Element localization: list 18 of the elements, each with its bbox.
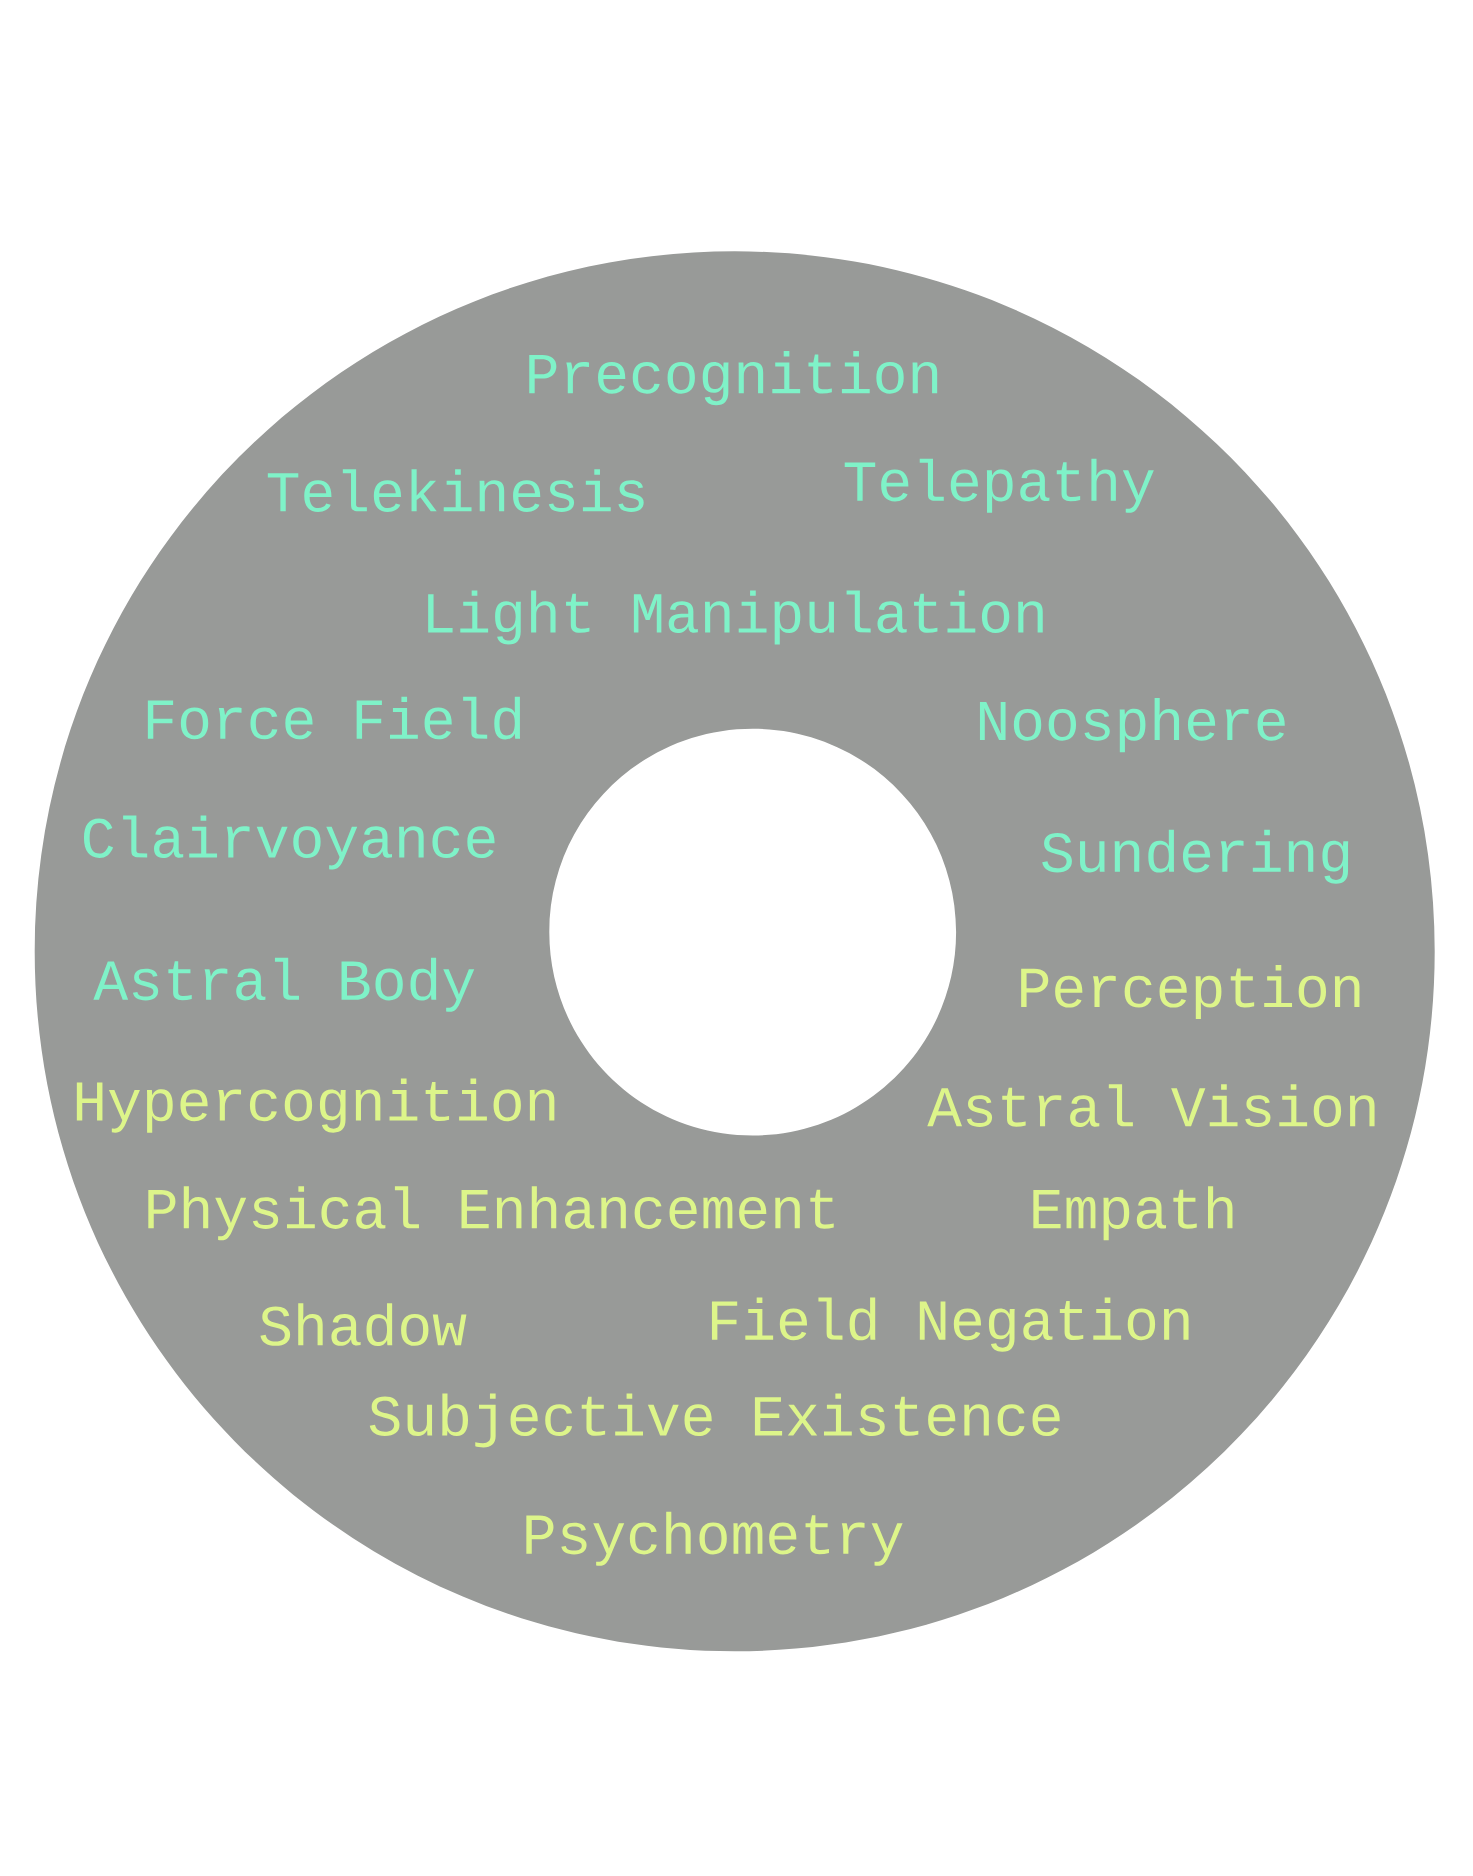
ring-label: Shadow xyxy=(260,1303,467,1346)
ring-label: Sundering xyxy=(1042,829,1349,884)
ring-label: Physical Enhancement xyxy=(148,1186,834,1241)
ring-label: Astral Vision xyxy=(927,1084,1375,1127)
ring-label: Astral Body xyxy=(93,957,475,1012)
ring-label: Force Field xyxy=(147,696,521,740)
ring-label: Light Manipulation xyxy=(428,590,1043,645)
ring-label: Perception xyxy=(1021,965,1360,1020)
ring-label: Subjective Existence xyxy=(369,1393,1060,1448)
ring-label: Hypercognition xyxy=(76,1078,555,1133)
ring-label: Noosphere xyxy=(979,698,1285,753)
ring-label: Clairvoyance xyxy=(83,815,495,870)
ring-label: Telepathy xyxy=(844,458,1154,513)
ring-label: Empath xyxy=(1033,1186,1233,1241)
ring-label: Telekinesis xyxy=(267,469,644,512)
ring-label: Psychometry xyxy=(526,1511,903,1566)
ring-label: Field Negation xyxy=(711,1297,1189,1352)
ring-label: Precognition xyxy=(529,351,938,406)
